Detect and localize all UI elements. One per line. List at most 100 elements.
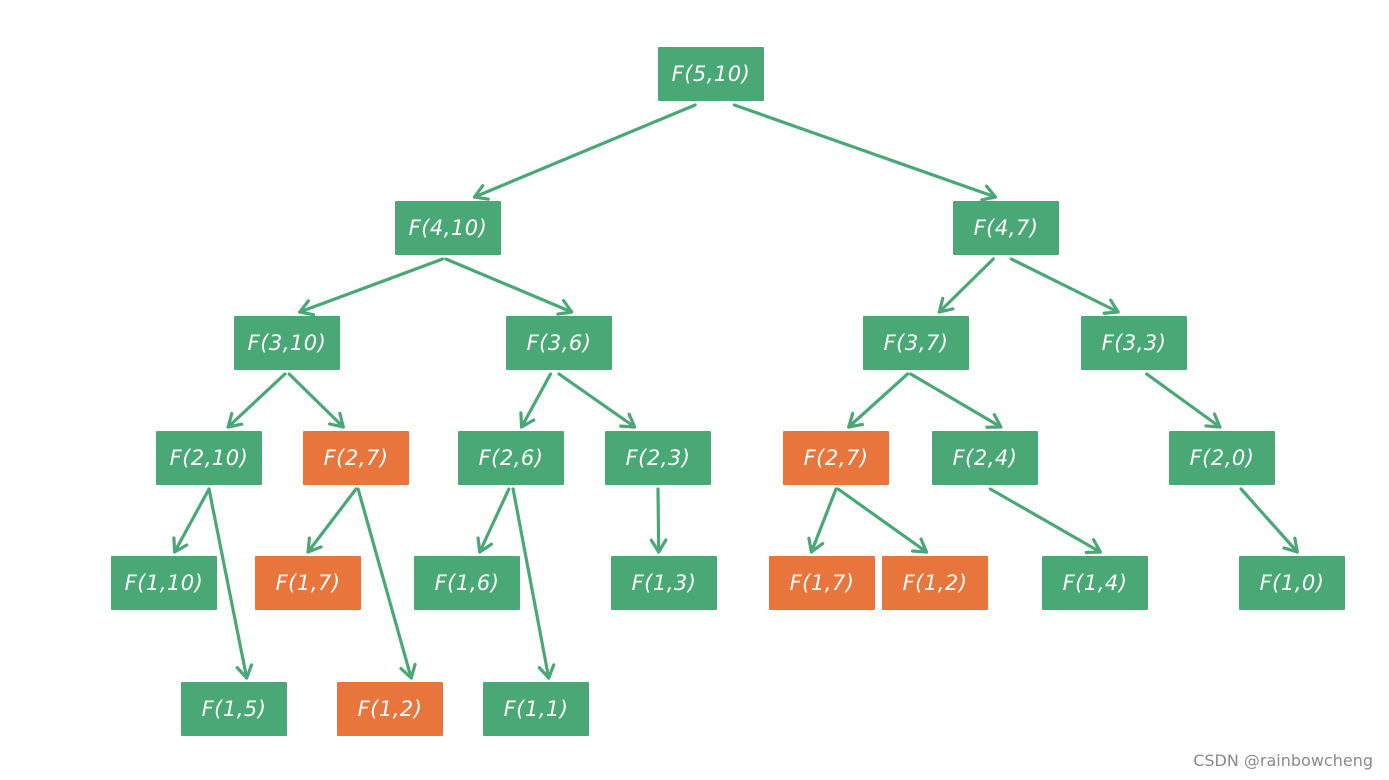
edge-line — [287, 372, 345, 429]
tree-node: F(1,4) — [1042, 556, 1148, 610]
arrowhead-icon — [519, 411, 536, 429]
edge-n27b-to-n12b — [836, 487, 929, 554]
arrowhead-icon — [807, 536, 825, 554]
node-label: F(1,10) — [124, 571, 204, 595]
node-label: F(3,7) — [883, 331, 949, 355]
edge-line — [847, 372, 910, 429]
edge-line — [1239, 487, 1299, 554]
node-label: F(1,4) — [1062, 571, 1128, 595]
arrowhead-icon — [980, 184, 998, 202]
tree-node-duplicate: F(2,7) — [303, 431, 409, 485]
arrowhead-icon — [1282, 536, 1299, 554]
arrowhead-icon — [172, 536, 189, 554]
tree-node: F(1,6) — [414, 556, 520, 610]
edge-n310-to-n27a — [287, 372, 345, 429]
node-label: F(3,6) — [526, 331, 592, 355]
edge-n310-to-n210 — [226, 372, 287, 429]
node-label: F(1,7) — [789, 571, 855, 595]
node-label: F(3,3) — [1101, 331, 1167, 355]
node-label: F(3,10) — [247, 331, 327, 355]
node-label: F(1,3) — [631, 571, 697, 595]
edge-line — [1009, 257, 1120, 314]
arrowhead-icon — [537, 663, 556, 680]
tree-node: F(4,7) — [953, 201, 1059, 255]
arrowhead-icon — [847, 411, 865, 429]
arrowhead-icon — [399, 662, 417, 680]
tree-node: F(2,3) — [605, 431, 711, 485]
edge-line — [909, 372, 1003, 429]
edge-line — [173, 487, 211, 554]
edge-line — [557, 372, 637, 429]
edge-line — [226, 372, 287, 429]
tree-node: F(1,10) — [111, 556, 217, 610]
edge-n37-to-n27b — [847, 372, 910, 429]
arrowhead-icon — [298, 299, 316, 317]
node-label: F(2,4) — [952, 446, 1018, 470]
tree-node: F(2,4) — [932, 431, 1038, 485]
arrowhead-icon — [649, 538, 668, 554]
arrowhead-icon — [910, 537, 929, 554]
edge-line — [478, 487, 511, 554]
node-label: F(4,7) — [973, 216, 1039, 240]
node-label: F(1,7) — [275, 571, 341, 595]
tree-node-duplicate: F(1,2) — [882, 556, 988, 610]
arrowhead-icon — [328, 411, 345, 429]
edge-line — [298, 257, 445, 314]
arrowhead-icon — [476, 536, 493, 554]
tree-node: F(2,10) — [156, 431, 262, 485]
edge-line — [836, 487, 929, 554]
tree-node: F(3,10) — [234, 316, 340, 370]
edge-line — [511, 487, 551, 680]
tree-node: F(3,6) — [506, 316, 612, 370]
arrowhead-icon — [1204, 412, 1222, 429]
tree-node-duplicate: F(1,7) — [769, 556, 875, 610]
node-label: F(1,6) — [434, 571, 500, 595]
node-label: F(1,2) — [357, 697, 423, 721]
node-label: F(2,7) — [323, 446, 389, 470]
node-label: F(1,2) — [902, 571, 968, 595]
node-label: F(1,5) — [201, 697, 267, 721]
tree-node: F(4,10) — [395, 201, 501, 255]
edge-n26-to-n11 — [511, 487, 556, 680]
edge-line — [809, 487, 838, 554]
arrowhead-icon — [619, 412, 637, 429]
node-label: F(1,1) — [503, 697, 569, 721]
tree-node: F(1,3) — [611, 556, 717, 610]
tree-node-duplicate: F(1,2) — [337, 682, 443, 736]
edge-line — [306, 487, 358, 554]
edge-n510-to-n47 — [732, 103, 998, 202]
edge-line — [356, 487, 413, 680]
node-label: F(4,10) — [408, 216, 488, 240]
tree-node: F(5,10) — [658, 47, 764, 101]
tree-node: F(2,0) — [1169, 431, 1275, 485]
edge-line — [988, 487, 1102, 554]
edge-n26-to-n16 — [476, 487, 511, 554]
edge-line — [444, 257, 574, 314]
watermark: CSDN @rainbowcheng — [1193, 751, 1373, 770]
arrowhead-icon — [985, 413, 1003, 429]
arrowhead-icon — [1102, 298, 1120, 315]
edge-n33-to-n20 — [1145, 372, 1222, 429]
tree-node-duplicate: F(2,7) — [783, 431, 889, 485]
edge-n24-to-n14 — [988, 487, 1102, 555]
edge-n27b-to-n17b — [807, 487, 838, 554]
edge-n410-to-n36 — [444, 257, 574, 316]
edge-line — [207, 487, 249, 680]
arrowhead-icon — [226, 411, 244, 429]
edge-n47-to-n33 — [1009, 257, 1120, 315]
node-label: F(2,7) — [803, 446, 869, 470]
edge-line — [519, 372, 553, 429]
edge-line — [937, 257, 995, 314]
edge-n36-to-n26 — [519, 372, 553, 429]
node-label: F(2,10) — [169, 446, 249, 470]
tree-node: F(1,0) — [1239, 556, 1345, 610]
edge-n23-to-n13 — [649, 487, 668, 554]
tree-node: F(2,6) — [458, 431, 564, 485]
tree-node-duplicate: F(1,7) — [255, 556, 361, 610]
edge-n27a-to-n17a — [306, 487, 358, 554]
tree-node: F(3,7) — [863, 316, 969, 370]
arrowhead-icon — [556, 299, 574, 316]
edge-n510-to-n410 — [472, 103, 697, 201]
